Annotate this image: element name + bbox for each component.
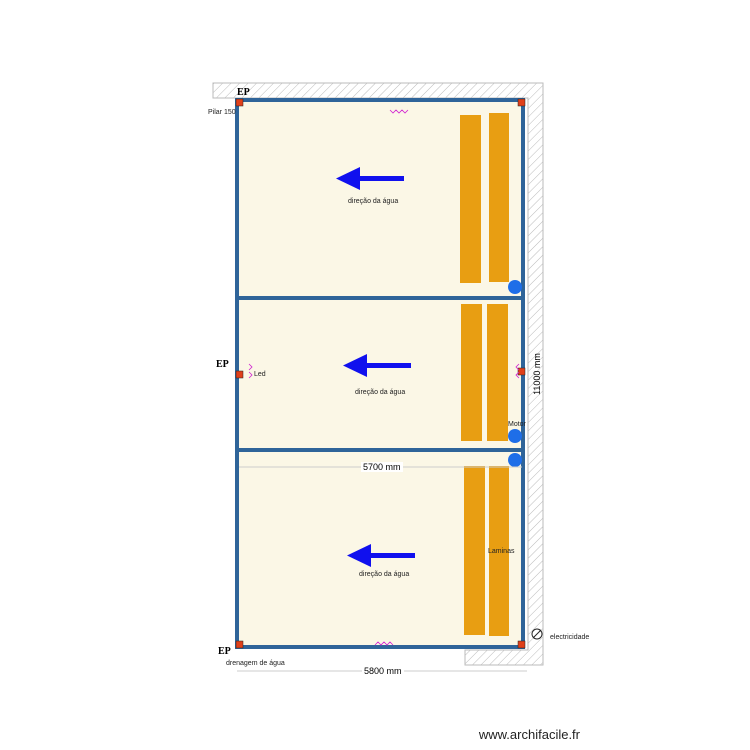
motor-icon (508, 280, 522, 294)
led-icons (248, 109, 520, 646)
motor-label: Motor (508, 421, 526, 428)
water-direction-label: direção da água (348, 198, 399, 205)
arrow-left-icon (336, 167, 404, 190)
blades (460, 113, 509, 636)
water-direction-label: direção da água (355, 389, 406, 396)
water-direction-label: direção da água (359, 571, 410, 578)
ep-label: EP (216, 359, 229, 370)
blade (487, 304, 508, 441)
blade (461, 304, 482, 441)
blades-label: Laminas (488, 548, 515, 555)
pillar-icon (235, 98, 244, 107)
height-dimension: 11000 mm (531, 353, 542, 395)
motor-icon (508, 453, 522, 467)
electricity-icon (531, 628, 543, 640)
motor-icon (508, 429, 522, 443)
pillar-icon (517, 640, 526, 649)
blade (464, 466, 485, 635)
ep-label: EP (237, 87, 250, 98)
inner-width-dimension: 5700 mm (361, 462, 403, 472)
motors (508, 280, 522, 467)
led-label: Led (254, 371, 266, 378)
arrow-left-icon (343, 354, 411, 377)
pillars (235, 98, 526, 649)
blade (489, 113, 509, 282)
blade (460, 115, 481, 283)
arrow-left-icon (347, 544, 415, 567)
pillar-icon (235, 640, 244, 649)
pillar-icon (235, 370, 244, 379)
electricity-label: electricidade (550, 634, 590, 641)
pillar-icon (517, 367, 526, 376)
outer-width-dimension: 5800 mm (362, 666, 404, 676)
drainage-label: drenagem de água (226, 660, 285, 667)
watermark: www.archifacile.fr (478, 727, 580, 742)
arrows (336, 167, 415, 567)
ep-label: EP (218, 646, 231, 657)
blade (489, 466, 509, 636)
pillar-icon (517, 98, 526, 107)
pillar-label: Pilar 150 (208, 109, 236, 116)
